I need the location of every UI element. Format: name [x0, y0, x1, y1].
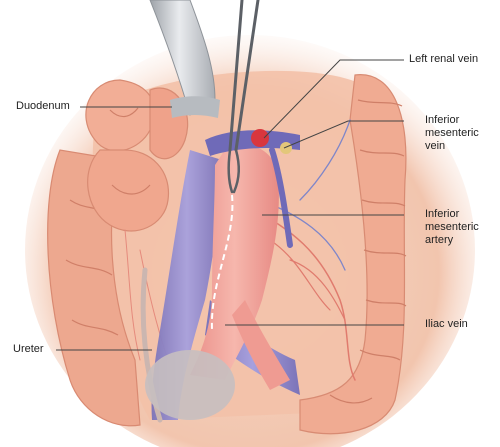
descending-colon: [299, 74, 407, 435]
leader-lines: [56, 59, 404, 351]
inferior-vena-cava: [151, 150, 222, 420]
label-left-renal-vein: Left renal vein: [409, 53, 479, 65]
label-ureter: Ureter: [13, 343, 44, 355]
left-bowel: [47, 149, 141, 427]
mesenteric-vessels: [124, 119, 356, 381]
label-inferior-mesenteric-vein: Inferior mesenteric vein: [425, 114, 479, 152]
label-inferior-mesenteric-artery: Inferior mesenteric artery: [425, 208, 479, 246]
inferior-mesenteric-vein: [269, 147, 293, 248]
aorta: [190, 143, 279, 380]
label-duodenum: Duodenum: [16, 100, 70, 112]
retractor: [149, 0, 220, 118]
sacrum: [145, 350, 235, 420]
label-iliac-vein: Iliac vein: [425, 318, 468, 330]
duodenum-loops: [85, 79, 189, 232]
forceps: [227, 0, 260, 194]
incision-line: [210, 194, 234, 331]
